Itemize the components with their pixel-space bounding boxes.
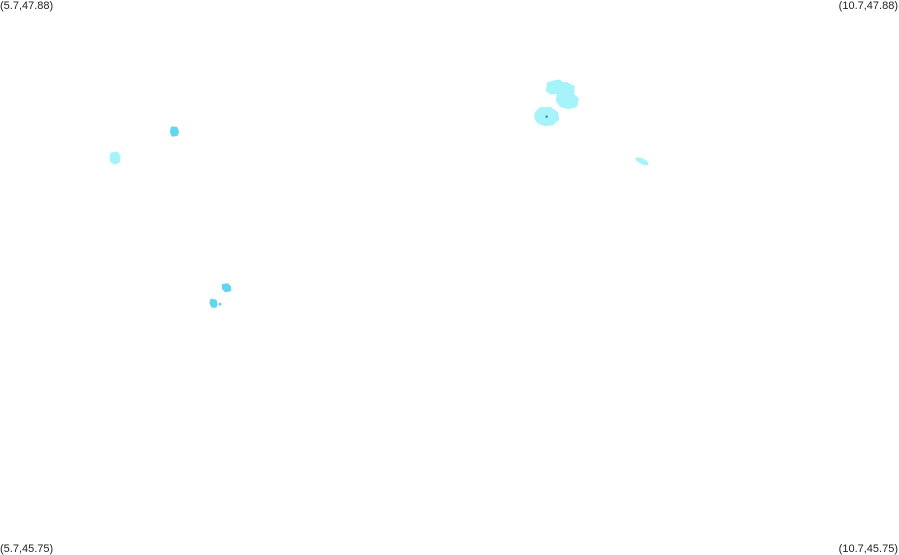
corner-coordinate-top-left: (5.7,47.88) bbox=[0, 0, 54, 12]
region-eastern-patch bbox=[635, 157, 649, 166]
corner-coordinate-bottom-right: (10.7,45.75) bbox=[838, 543, 898, 555]
region-satellite-dot bbox=[218, 302, 222, 306]
region-northwest-patch bbox=[169, 126, 179, 137]
markers-layer bbox=[545, 115, 548, 118]
region-west-patch bbox=[109, 151, 121, 165]
corner-coordinate-bottom-left: (5.7,45.75) bbox=[0, 543, 54, 555]
corner-coordinate-top-right: (10.7,47.88) bbox=[838, 0, 898, 12]
city-marker bbox=[545, 115, 548, 118]
region-southwest-patch-north bbox=[221, 283, 232, 293]
regions-layer bbox=[109, 79, 649, 308]
region-zurich-cluster-east bbox=[555, 81, 580, 110]
region-southwest-patch-south bbox=[209, 298, 218, 308]
